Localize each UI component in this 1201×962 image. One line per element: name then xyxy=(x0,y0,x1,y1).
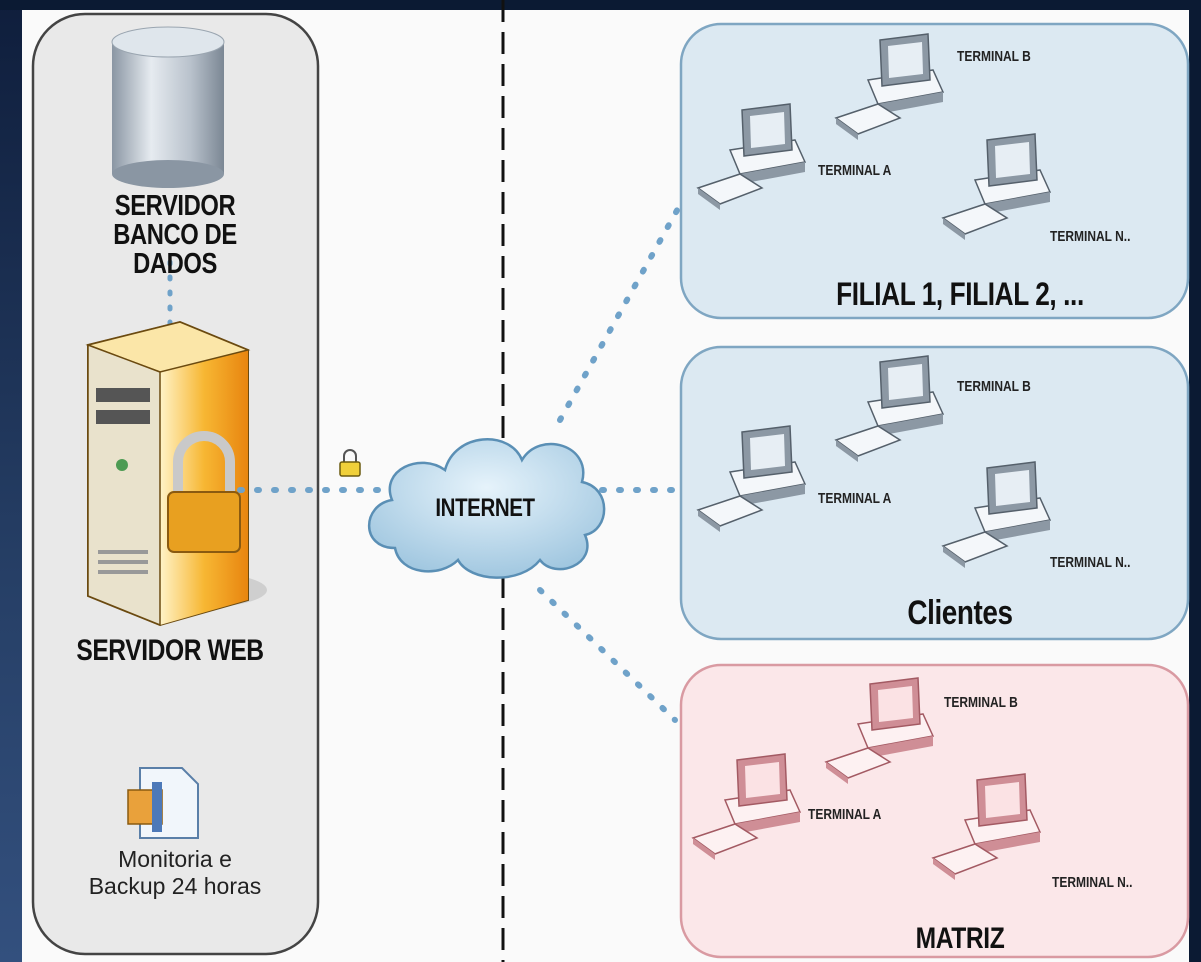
clientes-panel xyxy=(679,345,1190,641)
filial-panel xyxy=(679,22,1190,320)
computer-icon xyxy=(834,355,945,462)
slide-background-top xyxy=(0,0,1201,10)
connection-lines xyxy=(237,202,683,723)
computer-icon xyxy=(941,133,1052,240)
db-server-label: SERVIDOR BANCO DE DADOS xyxy=(113,190,237,280)
terminal-n-label: TERMINAL N.. xyxy=(1050,554,1131,571)
terminal-a-label: TERMINAL A xyxy=(818,162,892,179)
internet-label: INTERNET xyxy=(435,494,535,522)
clientes-title: Clientes xyxy=(907,594,1013,632)
terminal-n-label: TERMINAL N.. xyxy=(1050,228,1131,245)
matriz-panel xyxy=(679,663,1190,959)
terminal-n-label: TERMINAL N.. xyxy=(1052,874,1133,891)
computer-icon xyxy=(834,33,945,140)
terminal-b-label: TERMINAL B xyxy=(944,694,1018,711)
computer-icon xyxy=(824,677,935,784)
slide-background-right xyxy=(1189,0,1201,962)
computer-icon xyxy=(691,753,802,860)
terminal-computers xyxy=(691,33,1052,880)
link-internet-filial xyxy=(557,202,683,423)
padlock-icon xyxy=(339,449,361,477)
filial-title: FILIAL 1, FILIAL 2, ... xyxy=(836,276,1084,312)
monitoring-label: Monitoria e Backup 24 horas xyxy=(88,846,262,899)
monitoring-backup-icon xyxy=(127,767,199,839)
terminal-b-label: TERMINAL B xyxy=(957,48,1031,65)
computer-icon xyxy=(931,773,1042,880)
internet-cloud-icon xyxy=(368,438,606,579)
database-icon xyxy=(111,26,225,188)
computer-icon xyxy=(696,103,807,210)
web-server-label: SERVIDOR WEB xyxy=(76,634,264,667)
terminal-b-label: TERMINAL B xyxy=(957,378,1031,395)
terminal-a-label: TERMINAL A xyxy=(808,806,882,823)
link-internet-matriz xyxy=(537,587,678,723)
terminal-a-label: TERMINAL A xyxy=(818,490,892,507)
matriz-title: MATRIZ xyxy=(915,922,1005,955)
computer-icon xyxy=(696,425,807,532)
web-server-icon xyxy=(85,320,267,627)
computer-icon xyxy=(941,461,1052,568)
slide-background-left xyxy=(0,0,22,962)
